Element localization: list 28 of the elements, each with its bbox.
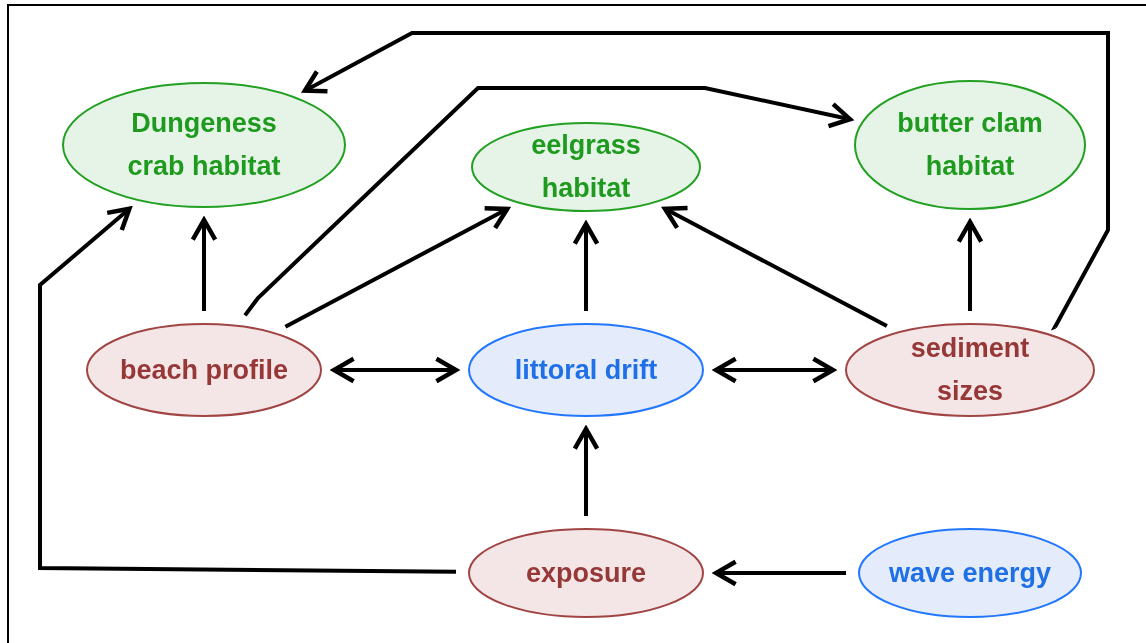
arrow <box>302 31 1110 331</box>
arrow <box>331 356 459 384</box>
arrow <box>713 559 846 587</box>
node-label: beach profile <box>119 353 289 387</box>
ellipse-node <box>858 528 1082 618</box>
node-label: littoral drift <box>513 353 659 387</box>
arrow <box>956 219 984 311</box>
arrow <box>572 221 600 311</box>
arrow <box>713 356 836 384</box>
arrow <box>38 206 456 574</box>
node-label: sediment sizes <box>909 332 1031 408</box>
node-label: wave energy <box>887 556 1053 590</box>
node-label: eelgrass habitat <box>530 129 642 205</box>
ellipse-node <box>468 323 704 417</box>
node-label: butter clam habitat <box>896 107 1044 183</box>
ellipse-node <box>86 323 322 417</box>
ellipse-node <box>845 323 1095 417</box>
arrow <box>243 86 853 317</box>
ellipse-node <box>468 528 704 618</box>
ellipse-node <box>854 80 1086 210</box>
arrow <box>572 426 600 516</box>
node-label: Dungeness crab habitat <box>126 107 282 183</box>
arrow <box>284 205 510 329</box>
arrow <box>662 205 888 328</box>
node-label: exposure <box>524 556 648 590</box>
ellipse-node <box>62 82 346 208</box>
arrow <box>190 217 218 311</box>
ellipse-node <box>471 122 701 212</box>
